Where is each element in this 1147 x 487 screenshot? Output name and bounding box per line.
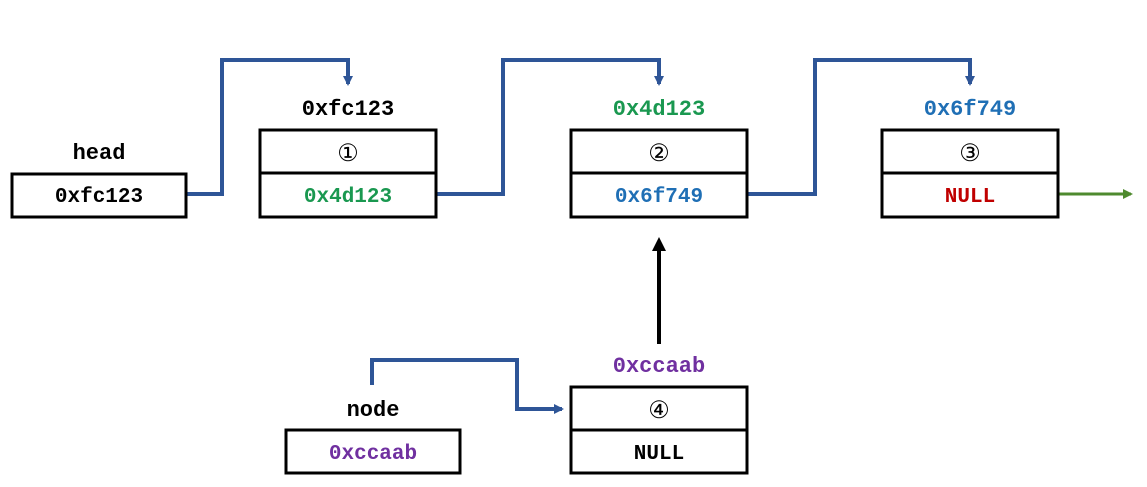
node1-next: 0x4d123	[304, 186, 392, 209]
node2-next: 0x6f749	[615, 186, 703, 209]
node-pointer-label: node	[347, 398, 400, 423]
node2-to-node3-connector	[747, 58, 975, 196]
head-box	[10, 172, 188, 219]
node4-next: NULL	[634, 443, 684, 466]
node-pointer-value: 0xccaab	[329, 443, 417, 466]
node-pointer-to-node4-connector	[370, 358, 564, 414]
node-pointer-box	[284, 428, 462, 475]
node4-number: ④	[648, 396, 670, 424]
node1-address: 0xfc123	[302, 97, 394, 122]
node3-number: ③	[959, 139, 981, 167]
node1-number: ①	[337, 139, 359, 167]
node2-address: 0x4d123	[613, 97, 705, 122]
head-to-node1-connector	[186, 58, 353, 196]
head-label: head	[73, 141, 126, 166]
head-value: 0xfc123	[55, 186, 143, 209]
node3-next: NULL	[945, 186, 995, 209]
node2-number: ②	[648, 139, 670, 167]
node3-address: 0x6f749	[924, 97, 1016, 122]
node4-address: 0xccaab	[613, 354, 705, 379]
node1-to-node2-connector	[436, 58, 664, 196]
